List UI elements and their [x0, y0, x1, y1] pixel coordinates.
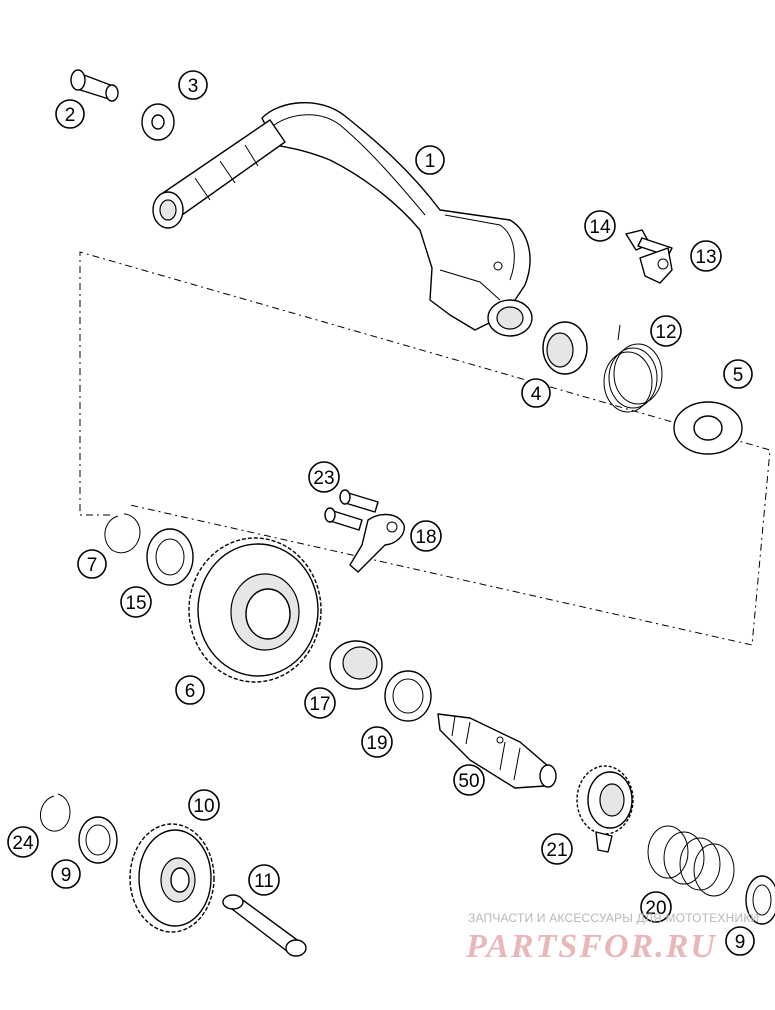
callout-c10: 10: [188, 789, 220, 821]
callout-label: 9: [735, 932, 746, 953]
callout-c23: 23: [308, 461, 340, 493]
kick-lever-part: [152, 102, 533, 337]
callout-c14: 14: [584, 210, 616, 242]
pin-part: [70, 69, 119, 102]
circlip-7-part: [104, 513, 141, 554]
callout-label: 23: [313, 468, 334, 489]
callout-c21: 21: [541, 833, 573, 865]
callout-c1: 1: [415, 145, 445, 175]
washer-9b-part: [745, 875, 775, 925]
callout-c13: 13: [690, 240, 722, 272]
callout-label: 15: [125, 593, 146, 614]
callout-label: 2: [65, 105, 76, 126]
callout-c2: 2: [55, 99, 85, 129]
callout-c9a: 9: [51, 859, 81, 889]
callout-label: 17: [309, 694, 330, 715]
bolts-23-part: [324, 489, 379, 531]
sleeve-11-part: [222, 894, 307, 957]
bracket-13-part: [639, 247, 673, 284]
callout-c7: 7: [77, 549, 107, 579]
callout-c19: 19: [361, 726, 393, 758]
assembly-dash-line: [79, 251, 771, 646]
gear-10-part: [129, 823, 215, 933]
seal-4-part: [542, 321, 588, 375]
callout-c9b: 9: [725, 926, 755, 956]
callout-c17: 17: [304, 687, 336, 719]
circlip-24-part: [39, 793, 71, 832]
callout-c3: 3: [178, 70, 208, 100]
gear-6-part: [188, 537, 322, 683]
callout-label: 10: [193, 796, 214, 817]
washer-19-part: [384, 670, 432, 722]
callout-label: 24: [12, 833, 34, 854]
callout-label: 6: [185, 681, 196, 702]
watermark-logo: PARTSFOR.RU: [465, 928, 717, 965]
needle-bearing-17-part: [329, 640, 383, 690]
callout-label: 7: [87, 555, 98, 576]
washer-15-part: [146, 528, 194, 586]
spring-12-part: [603, 324, 663, 413]
callout-label: 1: [425, 151, 436, 172]
washer-9a-part: [78, 816, 118, 864]
spring-20-part: [647, 825, 735, 897]
callout-label: 3: [188, 76, 199, 97]
washer-5-part: [673, 401, 743, 455]
callout-c11: 11: [248, 864, 280, 896]
callout-label: 18: [415, 527, 436, 548]
callout-c18: 18: [410, 520, 442, 552]
callout-c24: 24: [7, 826, 39, 858]
callout-label: 20: [645, 898, 666, 919]
callout-label: 11: [254, 871, 274, 892]
ratchet-catch-18-part: [349, 513, 405, 573]
washer-3-part: [141, 103, 175, 141]
callout-c5: 5: [723, 359, 753, 389]
watermark-tagline: ЗАПЧАСТИ И АКСЕССУАРЫ ДЛЯ МОТОТЕХНИКИ: [468, 911, 759, 925]
callout-c4: 4: [521, 378, 551, 408]
callout-c15: 15: [120, 586, 152, 618]
callout-label: 5: [733, 365, 744, 386]
callout-label: 13: [695, 247, 716, 268]
callout-label: 50: [458, 771, 479, 792]
gear-sleeve-21-part: [576, 765, 634, 853]
callout-label: 14: [589, 217, 611, 238]
callout-label: 21: [546, 840, 567, 861]
callout-c6: 6: [175, 675, 205, 705]
callout-label: 9: [61, 865, 72, 886]
callout-label: 4: [531, 384, 542, 405]
callout-c12: 12: [650, 315, 682, 347]
callout-c20: 20: [640, 891, 672, 923]
callout-label: 12: [655, 322, 676, 343]
shaft-50-part: [437, 713, 557, 789]
callout-label: 19: [366, 733, 387, 754]
callout-c50: 50: [453, 764, 485, 796]
